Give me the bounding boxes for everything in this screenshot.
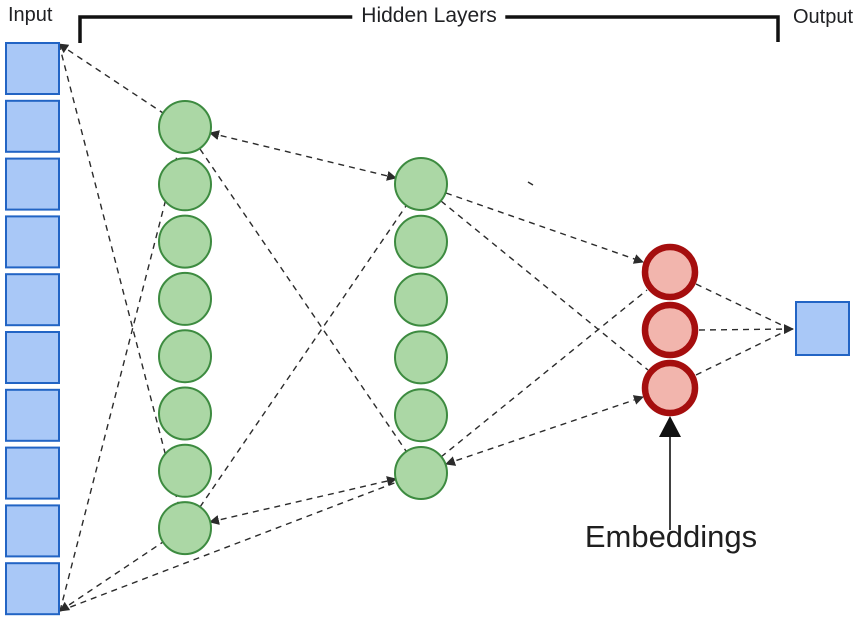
hidden-layer-2	[394, 157, 448, 500]
hidden-layer-2-node	[394, 272, 448, 327]
input-layer-node	[5, 99, 60, 153]
connection-line	[695, 328, 791, 376]
connection-line	[58, 43, 179, 504]
hidden-layer-2-node	[394, 446, 448, 500]
input-layer-node	[5, 446, 60, 500]
input-layer-node	[5, 388, 60, 442]
stray-mark	[527, 181, 534, 186]
connection-line	[59, 151, 179, 612]
embeddings-arrowhead-icon	[659, 416, 681, 437]
connection-line	[199, 205, 407, 508]
output-layer	[795, 301, 850, 356]
hidden-layer-1-node	[158, 386, 212, 441]
connection-line	[698, 324, 794, 335]
hidden-layer-1	[158, 100, 212, 556]
hidden-layer-2-node	[394, 214, 448, 269]
output-layer-node	[795, 301, 850, 356]
input-layer-node	[5, 331, 60, 384]
input-label: Input	[8, 4, 53, 26]
embedding-layer	[641, 243, 699, 417]
hidden-layer-1-node	[158, 271, 212, 326]
connection-line	[445, 395, 644, 466]
connection-line	[209, 130, 397, 181]
input-layer-node	[5, 273, 60, 327]
hidden-layer-1-node	[158, 157, 212, 212]
hidden-layer-1-node	[158, 214, 212, 269]
input-layer-node	[5, 215, 60, 269]
hidden-layer-2-node	[394, 330, 448, 385]
input-layer-node	[5, 157, 60, 211]
embeddings-label: Embeddings	[584, 519, 758, 554]
embedding-layer-node	[641, 359, 699, 417]
connection-line	[199, 148, 407, 452]
connection-line	[440, 200, 649, 371]
connection-line	[445, 192, 644, 264]
hidden-layer-1-node	[158, 329, 212, 384]
connection-line	[695, 283, 791, 330]
input-layer-node	[5, 504, 60, 558]
hidden-layer-1-node	[158, 443, 212, 498]
hidden-layer-1-node	[158, 501, 212, 556]
input-layer-node	[5, 42, 60, 95]
connection-line	[58, 43, 164, 114]
embedding-layer-node	[641, 243, 699, 301]
hidden-layer-2-node	[394, 388, 448, 443]
hidden-layer-2-node	[394, 157, 448, 211]
connection-line	[59, 541, 164, 612]
hidden-layer-1-node	[158, 100, 212, 154]
embedding-layer-node	[641, 301, 699, 359]
input-layer-node	[5, 562, 60, 616]
hidden-layers-label: Hidden Layers	[352, 4, 506, 28]
connection-line	[209, 476, 397, 525]
connection-line	[59, 481, 398, 612]
input-layer	[5, 42, 60, 616]
output-label: Output	[793, 6, 854, 28]
connection-line	[440, 289, 648, 458]
